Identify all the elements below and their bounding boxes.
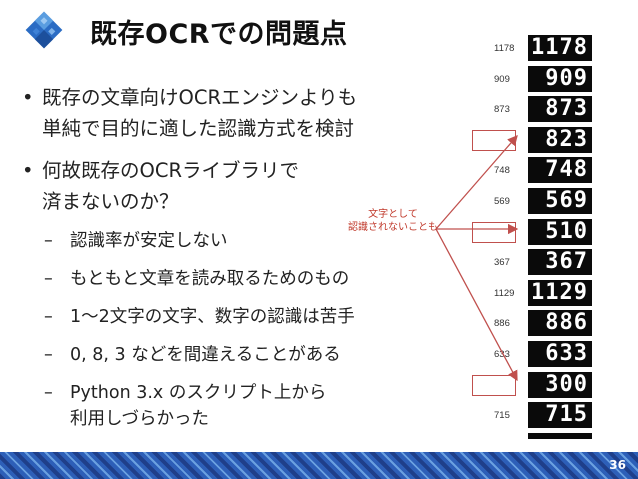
- ocr-row: 886 886: [0, 310, 638, 336]
- bullet-dash: –: [44, 345, 53, 365]
- missing-result-box: [472, 130, 516, 151]
- digit-image-partial: [528, 433, 592, 439]
- sub-bullet-item: – 認識率が安定しない: [20, 228, 450, 254]
- digit-image: 886: [528, 310, 592, 336]
- page-number: 36: [609, 458, 626, 472]
- ocr-result-label: 748: [494, 165, 510, 176]
- sub-bullet-item: – 1〜2文字の文字、数字の認識は苦手: [20, 304, 450, 330]
- ocr-result-label: 569: [494, 196, 510, 207]
- digit-image: 510: [528, 219, 592, 245]
- footer-band: [0, 452, 638, 479]
- bullet-dot: •: [22, 86, 34, 109]
- slide-title: 既存OCRでの問題点: [90, 19, 348, 50]
- ocr-row: 748 748: [0, 157, 638, 183]
- bullet-dash: –: [44, 231, 53, 251]
- ocr-result-label: 886: [494, 318, 510, 329]
- digit-image: 1129: [528, 280, 592, 306]
- annotation-line: 文字として: [368, 209, 418, 220]
- ocr-row: 1129 1129: [0, 280, 638, 306]
- sub-bullet-item: – Python 3.x のスクリプト上から 利用しづらかった: [20, 380, 450, 432]
- digit-image: 823: [528, 127, 592, 153]
- bullet-dash: –: [44, 307, 53, 327]
- sub-bullet-item: – 0, 8, 3 などを間違えることがある: [20, 342, 450, 368]
- sub-bullet-text: 認識率が安定しない: [70, 231, 228, 251]
- digit-image: 633: [528, 341, 592, 367]
- bullet-dot: •: [22, 159, 34, 182]
- ocr-result-label: 1178: [494, 43, 515, 54]
- ocr-row: 873 873: [0, 96, 638, 122]
- annotation-note: 文字として 認識されないことも: [343, 208, 443, 234]
- digit-image: 873: [528, 96, 592, 122]
- missing-result-box: [472, 222, 516, 243]
- ocr-row: 715 715: [0, 402, 638, 428]
- digit-image: 715: [528, 402, 592, 428]
- ocr-row: 510: [0, 219, 638, 245]
- ocr-result-label: 909: [494, 74, 510, 85]
- digit-image: 909: [528, 66, 592, 92]
- digit-image: 569: [528, 188, 592, 214]
- sub-bullet-item: – もともと文章を読み取るためのもの: [20, 266, 450, 292]
- digit-image: 1178: [528, 35, 592, 61]
- bullet-list: • 既存の文章向けOCRエンジンよりも 単純で目的に適した認識方式を検討 • 何…: [20, 82, 450, 444]
- bullet-text: 単純で目的に適した認識方式を検討: [42, 117, 355, 140]
- sub-bullet-text: 利用しづらかった: [70, 409, 209, 429]
- sub-bullet-text: Python 3.x のスクリプト上から: [70, 383, 327, 403]
- sub-bullet-text: 1〜2文字の文字、数字の認識は苦手: [70, 307, 355, 327]
- ocr-result-label: 367: [494, 257, 510, 268]
- bullet-dash: –: [44, 383, 53, 403]
- bullet-text: 何故既存のOCRライブラリで: [42, 159, 300, 182]
- ocr-result-label: 1129: [494, 288, 515, 299]
- logo-icon: [25, 11, 63, 49]
- ocr-row: 909 909: [0, 66, 638, 92]
- sub-bullet-text: もともと文章を読み取るためのもの: [70, 269, 350, 289]
- bullet-dash: –: [44, 269, 53, 289]
- ocr-row: 300: [0, 372, 638, 398]
- missing-result-box: [472, 375, 516, 396]
- ocr-row: 367 367: [0, 249, 638, 275]
- bullet-text: 済まないのか？: [42, 190, 179, 213]
- ocr-result-label: 873: [494, 104, 510, 115]
- annotation-line: 認識されないことも: [348, 222, 438, 233]
- digit-image: 367: [528, 249, 592, 275]
- ocr-row: 633 633: [0, 341, 638, 367]
- ocr-result-label: 715: [494, 410, 510, 421]
- bullet-text: 既存の文章向けOCRエンジンよりも: [42, 86, 358, 109]
- ocr-row: 1178 1178: [0, 35, 638, 61]
- digit-image: 748: [528, 157, 592, 183]
- bullet-item: • 既存の文章向けOCRエンジンよりも 単純で目的に適した認識方式を検討: [20, 82, 450, 144]
- ocr-row: 569 569: [0, 188, 638, 214]
- digit-image: 300: [528, 372, 592, 398]
- bullet-item: • 何故既存のOCRライブラリで 済まないのか？: [20, 155, 450, 217]
- sub-bullet-text: 0, 8, 3 などを間違えることがある: [70, 345, 341, 365]
- ocr-row: 823: [0, 127, 638, 153]
- ocr-result-label: 633: [494, 349, 510, 360]
